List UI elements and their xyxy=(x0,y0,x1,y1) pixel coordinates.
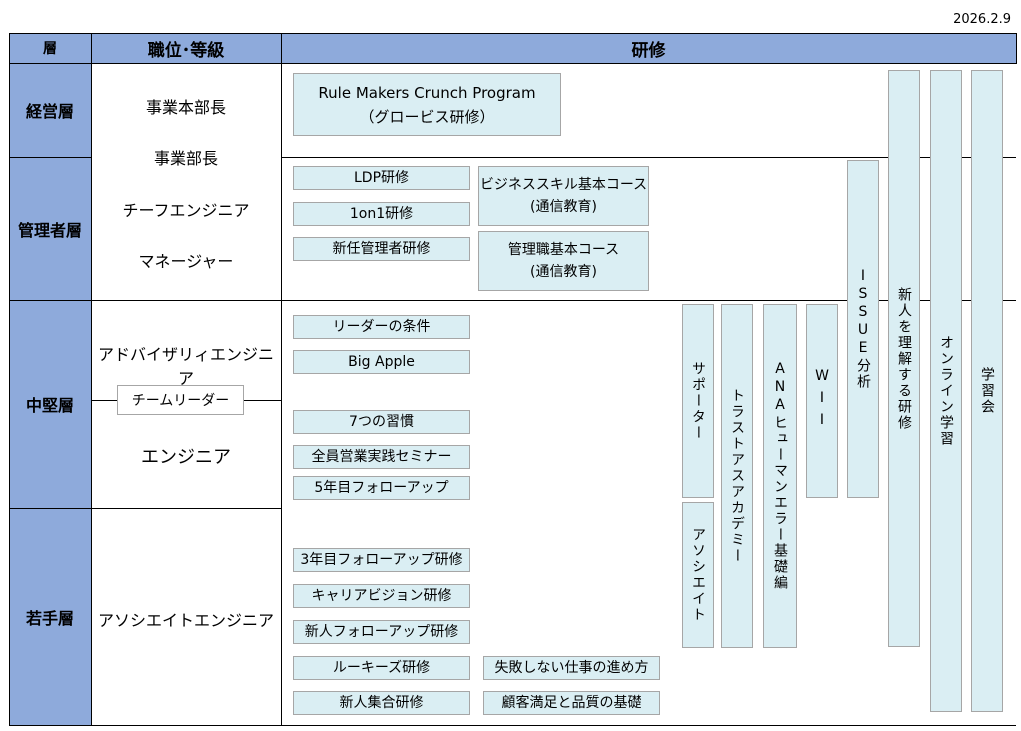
training-ana-label: ANAヒューマンエラー基礎編 xyxy=(772,361,788,591)
training-rule-makers: Rule Makers Crunch Program （グロービス研修） xyxy=(293,73,561,136)
training-wii-label: WII xyxy=(814,368,830,434)
grid-line-t1 xyxy=(281,157,1016,158)
training-online: オンライン学習 xyxy=(930,70,962,712)
training-online-label: オンライン学習 xyxy=(938,335,954,447)
position-manager: マネージャー xyxy=(138,252,234,271)
training-wii: WII xyxy=(806,304,838,498)
training-rule-makers-sub: （グロービス研修） xyxy=(359,107,495,126)
training-new-manager: 新任管理者研修 xyxy=(293,237,470,261)
layer-junior: 若手層 xyxy=(9,508,91,725)
training-business-skill-sub: (通信教育) xyxy=(530,199,597,215)
training-supporter-label: サポーター xyxy=(690,361,706,441)
grid-line-col2 xyxy=(281,33,282,726)
training-sales-seminar: 全員営業実践セミナー xyxy=(293,445,470,469)
training-issue-label: ISSUE分析 xyxy=(855,268,871,390)
training-ldp: LDP研修 xyxy=(293,166,470,190)
training-rule-makers-title: Rule Makers Crunch Program xyxy=(318,83,536,102)
training-business-skill-title: ビジネススキル基本コース xyxy=(479,176,648,193)
header-layer: 層 xyxy=(9,33,91,63)
training-ana: ANAヒューマンエラー基礎編 xyxy=(763,304,797,648)
training-fifth-year: 5年目フォローアップ xyxy=(293,476,470,500)
training-trust-academy: トラストアスアカデミー xyxy=(721,304,753,648)
header-position: 職位･等級 xyxy=(91,33,281,63)
position-associate-engineer: アソシエイトエンジニア xyxy=(97,611,274,630)
training-newcomer-follow: 新人フォローアップ研修 xyxy=(293,620,470,644)
position-business-manager: 事業部長 xyxy=(153,149,218,168)
training-associate-label: アソシエイト xyxy=(690,527,706,623)
grid-line-l1 xyxy=(9,157,91,158)
training-rookies: ルーキーズ研修 xyxy=(293,656,470,680)
document-date: 2026.2.9 xyxy=(953,12,1011,27)
training-business-skill: ビジネススキル基本コース (通信教育) xyxy=(478,166,649,226)
training-seven-habits: 7つの習慣 xyxy=(293,410,470,434)
position-chief-engineer: チーフエンジニア xyxy=(122,201,250,220)
training-third-year: 3年目フォローアップ研修 xyxy=(293,548,470,572)
training-understand-newcomer-label: 新人を理解する研修 xyxy=(896,286,912,431)
training-leader-conditions: リーダーの条件 xyxy=(293,315,470,339)
grid-line-left xyxy=(9,33,10,726)
training-study-group-label: 学習会 xyxy=(979,367,995,415)
grid-line-row2 xyxy=(9,300,1016,301)
training-one-on-one: 1on1研修 xyxy=(293,202,470,226)
layer-executive: 経営層 xyxy=(9,63,91,157)
grid-line-right xyxy=(1016,33,1017,64)
training-management-basic-sub: (通信教育) xyxy=(530,264,597,280)
training-no-fail-work: 失敗しない仕事の進め方 xyxy=(483,656,660,680)
training-trust-academy-label: トラストアスアカデミー xyxy=(729,388,745,564)
grid-line-row3 xyxy=(9,508,281,509)
training-management-basic-title: 管理職基本コース xyxy=(507,241,620,258)
layer-manager: 管理者層 xyxy=(9,157,91,300)
position-advisory-engineer: アドバイザリィエンジニア xyxy=(97,345,274,388)
training-issue: ISSUE分析 xyxy=(847,160,879,498)
position-team-leader: チームリーダー xyxy=(117,385,244,415)
training-associate: アソシエイト xyxy=(682,502,714,648)
grid-line-top xyxy=(9,33,1016,34)
grid-line-bottom xyxy=(9,725,1016,726)
training-supporter: サポーター xyxy=(682,304,714,498)
training-customer-quality: 顧客満足と品質の基礎 xyxy=(483,691,660,715)
training-understand-newcomer: 新人を理解する研修 xyxy=(888,70,920,647)
layer-mid: 中堅層 xyxy=(9,300,91,508)
grid-line-col1 xyxy=(91,33,92,726)
training-management-basic: 管理職基本コース (通信教育) xyxy=(478,231,649,291)
training-study-group: 学習会 xyxy=(971,70,1003,712)
position-engineer: エンジニア xyxy=(141,447,231,468)
grid-line-header xyxy=(9,63,1016,64)
header-training: 研修 xyxy=(281,33,1016,63)
training-newcomer-joint: 新人集合研修 xyxy=(293,691,470,715)
training-big-apple: Big Apple xyxy=(293,350,470,374)
training-career-vision: キャリアビジョン研修 xyxy=(293,584,470,608)
position-business-head: 事業本部長 xyxy=(145,98,226,117)
